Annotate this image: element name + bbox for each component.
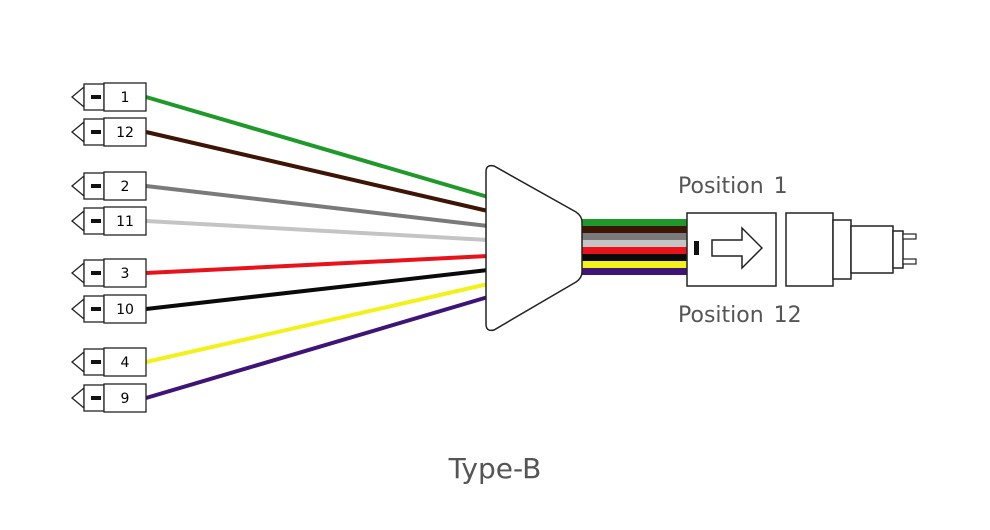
fanout-breakout-body (485, 164, 583, 332)
key-marker (91, 307, 101, 311)
ribbon-stripe (580, 226, 688, 233)
key-marker (91, 130, 101, 134)
fiber-line (145, 130, 489, 213)
connector-label-box (103, 82, 147, 112)
ribbon-bundle (580, 219, 688, 275)
key-marker (91, 271, 101, 275)
connector-label: 12 (116, 125, 134, 141)
lc-connector: 10 (70, 294, 147, 324)
fiber-line (145, 95, 489, 199)
ribbon-stripe (580, 233, 688, 240)
key-marker (91, 95, 101, 99)
lc-connector-icon (70, 261, 85, 285)
lc-connector: 2 (70, 171, 147, 201)
lc-connector-icon (70, 85, 85, 109)
lc-connector: 1 (70, 82, 147, 112)
ribbon-stripe (580, 240, 688, 247)
ribbon-stripe (580, 261, 688, 268)
mpo-coupling-sleeve (785, 212, 834, 287)
connector-label-box (103, 383, 147, 413)
lc-connector: 11 (70, 206, 147, 236)
lc-connector-icon (70, 209, 85, 233)
connector-label: 2 (121, 179, 130, 195)
connector-label-box (103, 171, 147, 201)
ribbon-stripe (580, 254, 688, 261)
key-marker (91, 360, 101, 364)
diagram-title: Type-B (448, 452, 542, 485)
mpo-ferrule (850, 225, 894, 274)
fiber-line (145, 268, 489, 311)
connector-label: 3 (121, 266, 130, 282)
connector-label-box (103, 117, 147, 147)
key-marker (694, 241, 699, 255)
connector-label: 1 (121, 90, 130, 106)
fiber-line (145, 254, 489, 275)
lc-connector-icon (70, 174, 85, 198)
lc-connector-icon (70, 386, 85, 410)
fiber-line (145, 282, 489, 364)
key-marker (91, 219, 101, 223)
lc-connector: 9 (70, 383, 147, 413)
connector-label-box (103, 347, 147, 377)
guide-pin (902, 258, 917, 265)
connector-label-box (103, 294, 147, 324)
right-arrow-icon (711, 226, 764, 270)
fiber-line (145, 219, 489, 242)
lc-connector-icon (70, 350, 85, 374)
key-marker (91, 184, 101, 188)
connector-label: 10 (116, 302, 134, 318)
guide-pin (902, 233, 917, 240)
connector-label: 9 (121, 391, 130, 407)
fiber-line (145, 295, 489, 400)
lc-connectors: 1 12 2 11 3 10 4 9 (70, 82, 147, 413)
fiber-line (145, 184, 489, 228)
connector-label: 4 (121, 355, 130, 371)
mpo-ferrule-body (832, 219, 852, 280)
lc-connector-icon (70, 297, 85, 321)
lc-connector-icon (70, 120, 85, 144)
mpo-connector (686, 212, 917, 287)
connector-label-box (103, 258, 147, 288)
ribbon-stripe (580, 247, 688, 254)
key-marker (91, 396, 101, 400)
ribbon-stripe (580, 268, 688, 275)
lc-connector: 3 (70, 258, 147, 288)
ribbon-stripe (580, 219, 688, 226)
mpo-guide-pin-block (892, 230, 904, 269)
lc-connector: 4 (70, 347, 147, 377)
connector-label-box (103, 206, 147, 236)
connector-label: 11 (116, 214, 134, 230)
lc-connector: 12 (70, 117, 147, 147)
fiber-lines (145, 95, 489, 400)
